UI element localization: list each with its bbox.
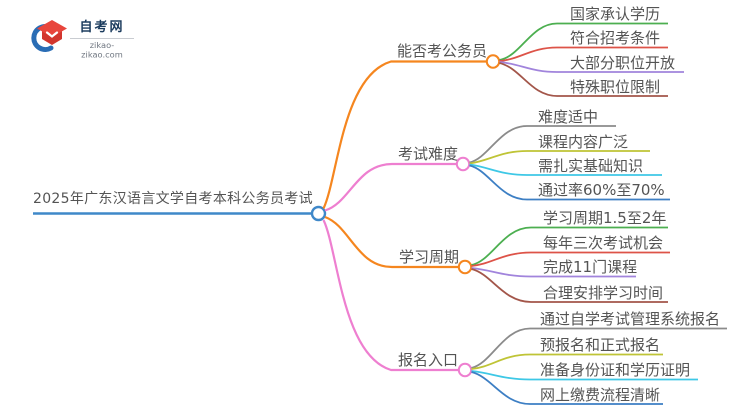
branch-node-exam-difficulty bbox=[455, 156, 471, 172]
logo-domain: zikao-zikao.com bbox=[81, 41, 123, 61]
leaf-curve-2-1 bbox=[469, 125, 616, 164]
leaf-label-1-3: 大部分职位开放 bbox=[570, 54, 676, 72]
branch-label-can-apply: 能否考公务员 bbox=[397, 42, 488, 60]
leaf-curve-3-3 bbox=[471, 267, 636, 278]
leaf-label-1-1: 国家承认学历 bbox=[570, 5, 661, 23]
leaf-curve-1-2 bbox=[499, 46, 668, 62]
leaf-curve-4-2 bbox=[471, 353, 663, 370]
leaf-label-4-4: 网上缴费流程清晰 bbox=[540, 386, 661, 404]
leaf-curve-4-4 bbox=[471, 371, 663, 405]
leaf-curve-1-1 bbox=[499, 22, 668, 61]
leaf-label-3-2: 每年三次考试机会 bbox=[543, 234, 664, 252]
leaf-label-3-1: 学习周期1.5至2年 bbox=[543, 209, 667, 227]
root-node-circle bbox=[310, 205, 327, 222]
branch-label-study-period: 学习周期 bbox=[399, 248, 460, 266]
leaf-curve-2-2 bbox=[469, 150, 650, 165]
branch-node-can-apply bbox=[485, 54, 501, 69]
leaf-label-4-3: 准备身份证和学历证明 bbox=[540, 361, 691, 379]
root-topic-label: 2025年广东汉语言文学自考本科公务员考试 bbox=[33, 191, 313, 207]
leaf-label-1-2: 符合招考条件 bbox=[570, 29, 661, 47]
leaf-label-2-2: 课程内容广泛 bbox=[538, 133, 629, 151]
leaf-curve-2-3 bbox=[469, 163, 662, 176]
branch-curve-exam-difficulty bbox=[324, 162, 457, 212]
branch-label-registration: 报名入口 bbox=[398, 351, 459, 369]
leaf-curve-1-3 bbox=[499, 61, 684, 73]
leaf-label-3-3: 完成11门课程 bbox=[543, 258, 638, 276]
branch-curve-can-apply bbox=[322, 60, 487, 209]
leaf-label-4-1: 通过自学考试管理系统报名 bbox=[540, 310, 721, 328]
leaf-label-2-1: 难度适中 bbox=[538, 108, 599, 126]
leaf-label-3-4: 合理安排学习时间 bbox=[543, 284, 664, 302]
branch-curve-study-period bbox=[324, 215, 459, 269]
site-logo: 自考网 zikao-zikao.com bbox=[28, 14, 143, 61]
leaf-label-4-2: 预报名和正式报名 bbox=[540, 336, 661, 354]
logo-divider bbox=[70, 38, 134, 39]
leaf-curve-3-4 bbox=[471, 268, 668, 303]
branch-node-study-period bbox=[457, 259, 473, 275]
branch-node-registration bbox=[457, 362, 473, 378]
branch-curve-registration bbox=[322, 219, 459, 372]
leaf-label-2-4: 通过率60%至70% bbox=[538, 181, 665, 199]
leaf-curve-4-1 bbox=[471, 327, 727, 369]
graduation-cap-icon bbox=[31, 20, 67, 52]
logo-title: 自考网 bbox=[79, 20, 125, 35]
leaf-curve-3-1 bbox=[471, 226, 668, 266]
branch-label-exam-difficulty: 考试难度 bbox=[398, 145, 459, 163]
leaf-curve-4-3 bbox=[471, 370, 698, 381]
leaf-curve-3-2 bbox=[471, 251, 670, 267]
leaf-curve-1-4 bbox=[499, 62, 668, 97]
leaf-label-1-4: 特殊职位限制 bbox=[570, 78, 661, 96]
leaf-curve-2-4 bbox=[469, 164, 670, 201]
leaf-label-2-3: 需扎实基础知识 bbox=[538, 157, 644, 175]
